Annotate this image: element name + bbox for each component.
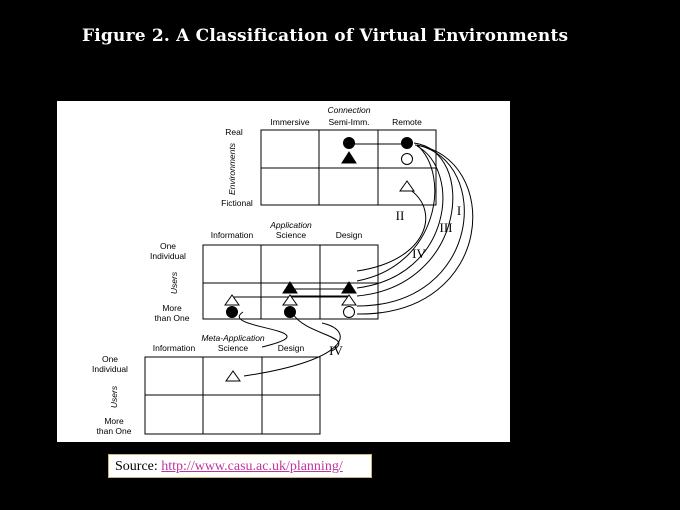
marker-circle-filled xyxy=(284,306,296,318)
source-link[interactable]: http://www.casu.ac.uk/planning/ xyxy=(161,459,343,474)
marker-triangle-open xyxy=(282,294,298,306)
marker-triangle-open xyxy=(341,294,357,306)
route-label-iv-lower: IV xyxy=(329,343,343,358)
application-col-2: Science xyxy=(276,230,307,240)
application-row2-line2: than One xyxy=(155,313,190,323)
route-curve-1 xyxy=(356,142,454,297)
route-curve-4 xyxy=(356,144,474,315)
meta-application-col-2: Science xyxy=(218,343,249,353)
source-box: Source: http://www.casu.ac.uk/planning/ xyxy=(108,454,372,478)
connection-col-2: Semi-Imm. xyxy=(328,117,369,127)
application-row2-line1: More xyxy=(162,303,182,313)
meta-application-row2-line1: More xyxy=(104,416,124,426)
marker-triangle-filled xyxy=(341,151,357,164)
source-label: Source: xyxy=(115,459,158,474)
marker-circle-open xyxy=(343,306,355,318)
connection-title: Connection xyxy=(327,105,370,115)
application-row1-line1: One xyxy=(160,241,176,251)
marker-circle-filled xyxy=(401,137,413,149)
meta-application-row2-line2: than One xyxy=(97,426,132,436)
route-curve-5 xyxy=(356,144,436,282)
meta-application-row1-line2: Individual xyxy=(92,364,128,374)
marker-triangle-filled xyxy=(282,281,298,294)
connection-col-1: Immersive xyxy=(270,117,309,127)
connection-axis-label: Environments xyxy=(227,142,237,195)
route-curve-9 xyxy=(238,311,288,348)
meta-application-col-3: Design xyxy=(278,343,305,353)
marker-triangle-open xyxy=(225,370,241,382)
marker-triangle-open xyxy=(399,180,415,192)
route-label-i: I xyxy=(457,203,461,218)
route-label-iii: III xyxy=(440,220,453,235)
application-col-1: Information xyxy=(211,230,254,240)
marker-circle-filled xyxy=(343,137,355,149)
route-label-iv-upper: IV xyxy=(412,246,426,261)
route-curve-7 xyxy=(292,313,340,352)
route-curve-3 xyxy=(356,144,465,307)
route-label-ii: II xyxy=(396,208,405,223)
connection-col-3: Remote xyxy=(392,117,422,127)
meta-application-title: Meta-Application xyxy=(201,333,265,343)
application-axis-label: Users xyxy=(169,271,179,294)
marker-circle-open xyxy=(401,153,413,165)
route-curve-8 xyxy=(243,322,341,377)
application-row1-line2: Individual xyxy=(150,251,186,261)
marker-triangle-open xyxy=(224,294,240,306)
marker-triangle-filled xyxy=(341,281,357,294)
meta-application-col-1: Information xyxy=(153,343,196,353)
meta-application-axis-label: Users xyxy=(109,385,119,408)
figure-title: Figure 2. A Classification of Virtual En… xyxy=(82,26,569,46)
connection-row-real: Real xyxy=(225,127,243,137)
route-curve-6 xyxy=(356,188,427,272)
marker-circle-filled xyxy=(226,306,238,318)
connection-row-fictional: Fictional xyxy=(221,198,253,208)
application-col-3: Design xyxy=(336,230,363,240)
application-grid xyxy=(202,244,379,320)
meta-application-row1-line1: One xyxy=(102,354,118,364)
route-curve-2 xyxy=(356,145,444,289)
application-title: Application xyxy=(269,220,312,230)
classification-diagram: Connection Immersive Semi-Imm. Remote Re… xyxy=(57,101,510,442)
